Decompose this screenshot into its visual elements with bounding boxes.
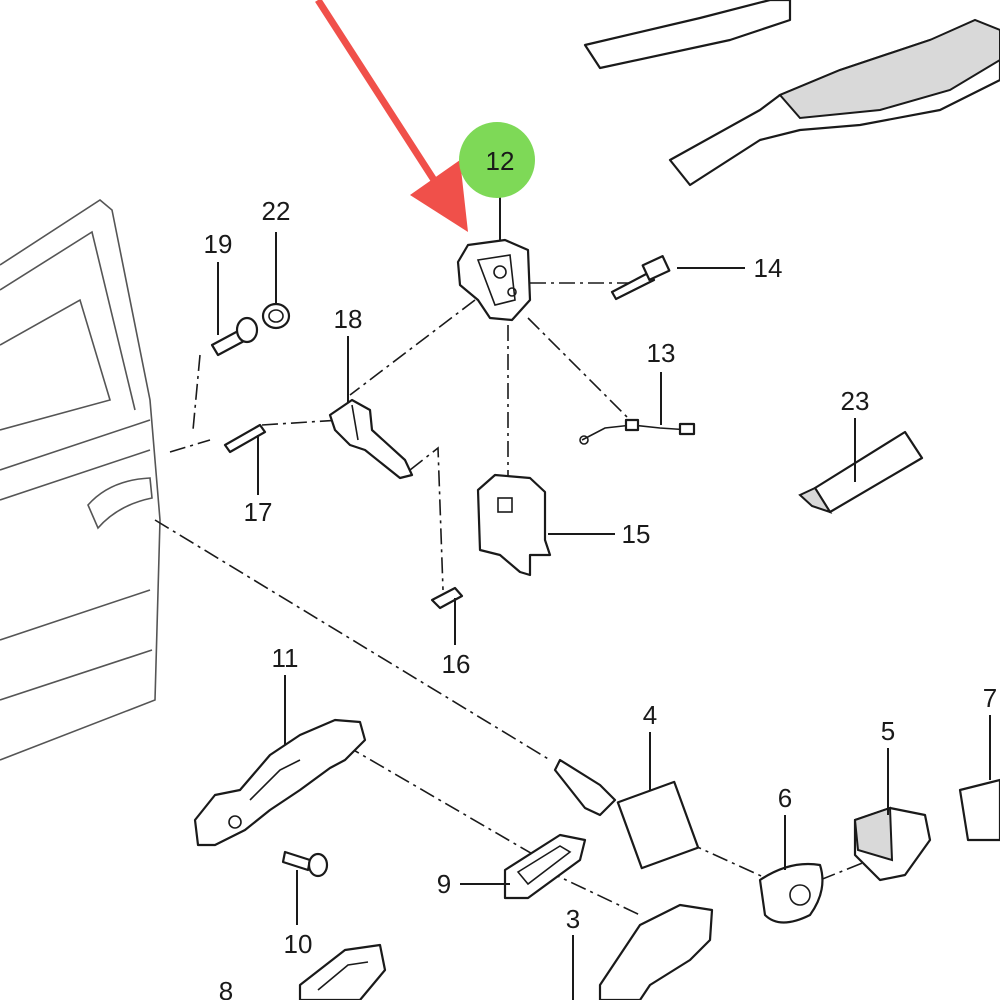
cylinder-cap[interactable]: [758, 862, 824, 924]
callout-18[interactable]: 18: [334, 304, 363, 334]
callout-22[interactable]: 22: [262, 196, 291, 226]
callout-11[interactable]: 11: [272, 643, 299, 673]
screw-19[interactable]: [210, 316, 259, 357]
handle-bezel[interactable]: [298, 943, 387, 1002]
callout-16[interactable]: 16: [442, 649, 471, 679]
callout-12[interactable]: 12: [486, 146, 515, 176]
grease-tube[interactable]: [798, 430, 924, 514]
callout-7[interactable]: 7: [983, 683, 997, 713]
cable-wire[interactable]: [579, 418, 696, 445]
screw-10[interactable]: [281, 850, 329, 878]
callout-4[interactable]: 4: [643, 700, 657, 730]
assembly-lines: [154, 282, 871, 916]
o-ring[interactable]: [261, 302, 291, 330]
callout-6[interactable]: 6: [778, 783, 792, 813]
handle-carrier[interactable]: [193, 718, 367, 847]
callout-19[interactable]: 19: [204, 229, 233, 259]
callout-10[interactable]: 10: [284, 929, 313, 959]
callout-15[interactable]: 15: [622, 519, 651, 549]
cap-7[interactable]: [958, 778, 1000, 842]
connector-plug[interactable]: [610, 255, 671, 301]
bolt-17[interactable]: [223, 423, 267, 454]
callout-17[interactable]: 17: [244, 497, 273, 527]
callout-labels: 12 22 19 18 14 13 23 17 15 16 11 4 5 7 6…: [204, 146, 998, 1005]
lock-cylinder[interactable]: [553, 758, 700, 870]
leader-lines: [217, 190, 991, 1000]
callout-13[interactable]: 13: [647, 338, 676, 368]
key-blanks: [583, 0, 1000, 187]
lock-cover[interactable]: [476, 473, 552, 577]
car-door-outline: [0, 199, 161, 761]
callout-5[interactable]: 5: [881, 716, 895, 746]
gasket[interactable]: [503, 833, 587, 900]
callout-8[interactable]: 8: [219, 976, 233, 1005]
lock-lever[interactable]: [328, 398, 414, 480]
door-handle[interactable]: [598, 903, 714, 1002]
callout-9[interactable]: 9: [437, 869, 451, 899]
cover-cap[interactable]: [853, 806, 932, 882]
door-lock-mechanism[interactable]: [456, 238, 532, 322]
highlight-marker: [459, 122, 535, 198]
callout-23[interactable]: 23: [841, 386, 870, 416]
red-arrow-icon: [315, 0, 468, 232]
callout-3[interactable]: 3: [566, 904, 580, 934]
pin[interactable]: [430, 586, 464, 610]
callout-14[interactable]: 14: [754, 253, 783, 283]
